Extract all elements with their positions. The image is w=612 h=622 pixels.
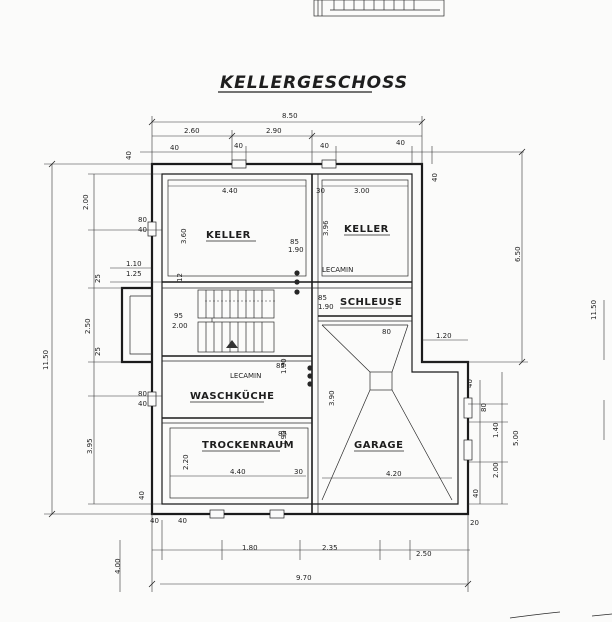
dim-left-40e: 40 (150, 517, 159, 525)
dim-top-mid: 2.90 (266, 127, 282, 135)
outer-walls (120, 162, 470, 516)
dim-wall-30a: 30 (316, 187, 325, 195)
dim-left-95: 95 (174, 312, 183, 320)
dim-wk-12: 12 (176, 273, 184, 282)
wall-openings (147, 159, 473, 519)
dim-left-total: 11.50 (42, 350, 50, 370)
dim-bottom-970: 9.70 (296, 574, 312, 582)
dim-left-80b: 80 (138, 390, 147, 398)
dim-door-190c: 1.90 (280, 358, 288, 374)
dim-left-125: 1.25 (126, 270, 142, 278)
dim-right-650: 6.50 (514, 246, 522, 262)
label-lecamin-top: LECAMIN (322, 266, 353, 274)
dim-right-edge-1150: 11.50 (590, 300, 598, 320)
staircase (197, 289, 275, 353)
chimney-marks (294, 270, 313, 387)
room-schleuse: SCHLEUSE (340, 297, 402, 308)
dim-garage-width: 4.20 (386, 470, 402, 478)
dim-left-200b: 2.00 (172, 322, 188, 330)
dim-door-85c: 85 (276, 362, 285, 370)
dim-schleuse-80: 80 (382, 328, 391, 336)
dim-door-190b: 1.90 (318, 303, 334, 311)
dim-wall-30b: 30 (294, 468, 303, 476)
dim-right-80: 80 (480, 403, 488, 412)
dim-right-40b: 40 (466, 379, 474, 388)
label-lecamin-mid: LECAMIN (230, 372, 261, 380)
dim-top-40a: 40 (170, 144, 179, 152)
dim-keller-right-width: 3.00 (354, 187, 370, 195)
dimension-lines (44, 116, 612, 619)
dim-trockenraum-height: 2.20 (182, 454, 190, 470)
dim-keller-width: 4.40 (222, 187, 238, 195)
dim-keller-right-height: 3.96 (322, 220, 330, 236)
dim-right-40: 40 (431, 173, 439, 182)
room-keller-right: KELLER (344, 224, 389, 235)
dim-right-500: 5.00 (512, 430, 520, 446)
dim-top-40d: 40 (396, 139, 405, 147)
dim-right-200: 2.00 (492, 462, 500, 478)
dim-keller-left-height: 3.60 (180, 228, 188, 244)
dim-door-85d: 85 (278, 430, 287, 438)
dim-bottom-250: 2.50 (416, 550, 432, 558)
dimension-ticks (48, 118, 526, 588)
dim-left-25b: 25 (94, 347, 102, 356)
room-trockenraum: TROCKENRAUM (202, 440, 294, 451)
dim-left-40a: 40 (125, 151, 133, 160)
dim-right-20: 20 (470, 519, 479, 527)
dim-door-85a: 85 (290, 238, 299, 246)
interior-walls (162, 174, 412, 514)
dim-left-40b: 40 (138, 226, 147, 234)
dim-right-40c: 40 (472, 489, 480, 498)
room-keller-left: KELLER (206, 230, 251, 241)
dim-right-140: 1.40 (492, 422, 500, 438)
dim-top-40b: 40 (234, 142, 243, 150)
dim-left-110: 1.10 (126, 260, 142, 268)
dim-left-395: 3.95 (86, 438, 94, 454)
dim-left-80: 80 (138, 216, 147, 224)
dim-right-120: 1.20 (436, 332, 452, 340)
dim-top-40c: 40 (320, 142, 329, 150)
room-labels: KELLER KELLER SCHLEUSE WASCHKÜCHE TROCKE… (190, 224, 404, 452)
dim-door-190a: 1.90 (288, 246, 304, 254)
dimension-texts: 8.50 2.60 2.90 40 40 40 40 4.40 3.00 30 … (42, 112, 598, 582)
top-remnant (313, 0, 445, 17)
dim-top-left: 2.60 (184, 127, 200, 135)
dim-left-250: 2.50 (84, 318, 92, 334)
room-waschkueche: WASCHKÜCHE (190, 388, 274, 402)
dim-door-190d: 1.90 (280, 430, 288, 446)
dim-door-85b: 85 (318, 294, 327, 302)
dim-total-top: 8.50 (282, 112, 298, 120)
dim-bottom-235: 2.35 (322, 544, 338, 552)
dim-left-200: 2.00 (82, 194, 90, 210)
plan-title: KELLERGESCHOSS (220, 73, 408, 93)
dim-trockenraum-width: 4.40 (230, 468, 246, 476)
dim-garage-height: 3.90 (328, 390, 336, 406)
dim-left-40d: 40 (138, 491, 146, 500)
garage-ridge (321, 324, 453, 501)
room-garage: GARAGE (354, 440, 403, 451)
dim-left-25a: 25 (94, 274, 102, 283)
dim-bottom-40: 40 (178, 517, 187, 525)
dim-bottom-400: 4.00 (114, 558, 122, 574)
dim-bottom-180: 1.80 (242, 544, 258, 552)
dim-left-40c: 40 (138, 400, 147, 408)
